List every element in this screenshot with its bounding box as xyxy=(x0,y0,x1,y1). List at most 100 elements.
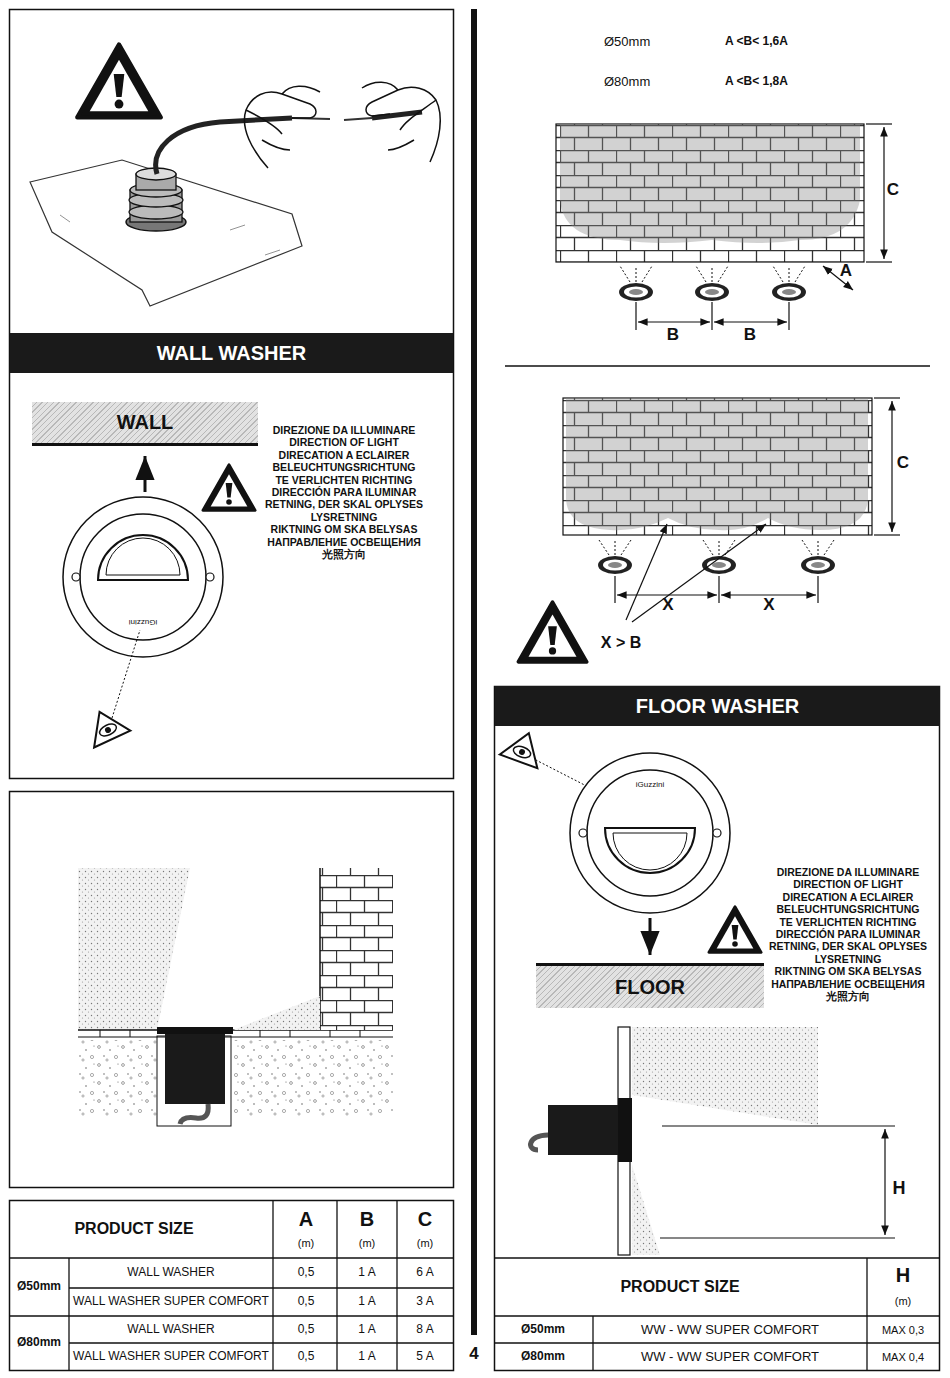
installation-sketch xyxy=(362,82,440,162)
dimension-lines xyxy=(615,398,900,622)
spacing-rule: A <B< 1,6A xyxy=(725,35,788,49)
floor-fixtures xyxy=(712,562,726,568)
section-view xyxy=(78,1037,393,1038)
dimension-lines xyxy=(817,576,818,603)
brick-wall xyxy=(563,398,872,535)
direction-arrow xyxy=(649,918,652,955)
floor-fixtures xyxy=(700,287,724,298)
dimension-letter: B xyxy=(744,325,756,345)
page-number: 4 xyxy=(469,1344,478,1364)
table-grid xyxy=(336,1200,337,1370)
table-header: A xyxy=(299,1208,313,1231)
table-cell: WALL WASHER xyxy=(127,1266,214,1280)
table-header: C xyxy=(418,1208,432,1231)
brand-mark: iGuzzini xyxy=(129,617,157,626)
floor-fixtures xyxy=(619,283,653,301)
direction-text: НАПРАВЛЕНИЕ ОСВЕЩЕНИЯ xyxy=(267,536,421,548)
dimension-lines xyxy=(866,123,892,124)
section-view xyxy=(548,1105,618,1155)
section-view xyxy=(632,1165,660,1255)
eye-symbol xyxy=(81,703,130,747)
table-cell: WW - WW SUPER COMFORT xyxy=(641,1323,819,1338)
dimension-lines xyxy=(614,576,615,603)
section-band: WALL WASHER xyxy=(10,333,453,373)
dimension-letter: X xyxy=(763,595,774,615)
direction-text: RETNING, DER SKAL OPLYSES xyxy=(265,498,423,510)
floor-fixtures xyxy=(705,289,719,295)
direction-text: LYSRETNING xyxy=(815,953,882,965)
table-cell: 1 A xyxy=(358,1295,375,1309)
table-grid xyxy=(396,1200,397,1370)
dimension-lines xyxy=(662,1125,895,1126)
dimension-lines xyxy=(632,524,766,622)
direction-text: TE VERLICHTEN RICHTING xyxy=(275,474,412,486)
section-view xyxy=(78,1040,393,1116)
brick-wall xyxy=(556,124,864,262)
table-unit: (m) xyxy=(359,1237,376,1250)
light-cones xyxy=(802,540,834,555)
section-view xyxy=(618,1098,632,1162)
direction-text: BELEUCHTUNGSRICHTUNG xyxy=(777,903,920,915)
table-cell: 1 A xyxy=(358,1350,375,1364)
table-grid xyxy=(9,1315,453,1316)
table-cell: MAX 0,3 xyxy=(882,1324,924,1337)
table-cell: 6 A xyxy=(416,1266,433,1280)
installation-sketch xyxy=(30,160,302,306)
panel-frames xyxy=(505,365,930,367)
section-view xyxy=(78,868,393,1126)
table-cell: 8 A xyxy=(416,1323,433,1337)
table-grid xyxy=(866,1258,867,1370)
dimension-lines xyxy=(883,127,884,259)
dimension-lines xyxy=(660,1126,895,1238)
fixture-front xyxy=(613,833,687,870)
eye-symbol xyxy=(500,726,548,768)
table-cell: Ø50mm xyxy=(17,1280,61,1294)
eye-symbol xyxy=(98,722,119,739)
fixture-front xyxy=(587,770,713,896)
dimension-letter: X xyxy=(662,595,673,615)
floor-fixtures xyxy=(598,556,632,574)
size-label: Ø80mm xyxy=(604,75,650,90)
section-view xyxy=(531,1135,548,1150)
table-grid xyxy=(494,1258,940,1370)
direction-text: 光照方向 xyxy=(826,990,870,1002)
dimension-lines xyxy=(626,524,667,620)
table-cell: 0,5 xyxy=(298,1323,315,1337)
dimension-letter: B xyxy=(667,325,679,345)
table-cell: Ø80mm xyxy=(17,1336,61,1350)
table-header: H xyxy=(896,1264,910,1287)
section-view xyxy=(165,1030,225,1104)
fixture-front xyxy=(106,538,180,575)
dimension-lines xyxy=(660,1237,895,1238)
fixture-front xyxy=(579,829,587,837)
section-view xyxy=(632,1027,818,1125)
table-cell: Ø50mm xyxy=(521,1323,565,1337)
eye-symbol xyxy=(104,726,112,734)
section-view xyxy=(157,1027,233,1034)
table-grid xyxy=(9,1200,453,1370)
table-grid xyxy=(9,1257,453,1258)
direction-text: RIKTNING OM SKA BELYSAS xyxy=(271,523,418,535)
panel-frames xyxy=(10,10,940,1371)
band-heading: WALL xyxy=(117,411,174,434)
table-cell: WW - WW SUPER COMFORT xyxy=(641,1350,819,1365)
light-cones xyxy=(599,540,631,555)
table-header: B xyxy=(360,1208,374,1231)
brick-wall xyxy=(563,398,872,535)
dimension-lines xyxy=(714,321,787,322)
table-grid xyxy=(68,1258,69,1370)
dimension-lines xyxy=(884,1129,885,1235)
fixture-front xyxy=(72,573,80,581)
dimension-lines xyxy=(874,534,900,535)
direction-text: НАПРАВЛЕНИЕ ОСВЕЩЕНИЯ xyxy=(771,978,925,990)
direction-text: DIREZIONE DA ILLUMINARE xyxy=(273,424,416,436)
table-grid xyxy=(494,1257,940,1258)
brick-wall xyxy=(560,124,860,243)
section-view xyxy=(320,868,393,1030)
floor-fixtures xyxy=(811,562,825,568)
fixture-front xyxy=(63,497,223,657)
floor-fixtures xyxy=(629,289,643,295)
surface-band: FLOOR xyxy=(536,963,764,1008)
